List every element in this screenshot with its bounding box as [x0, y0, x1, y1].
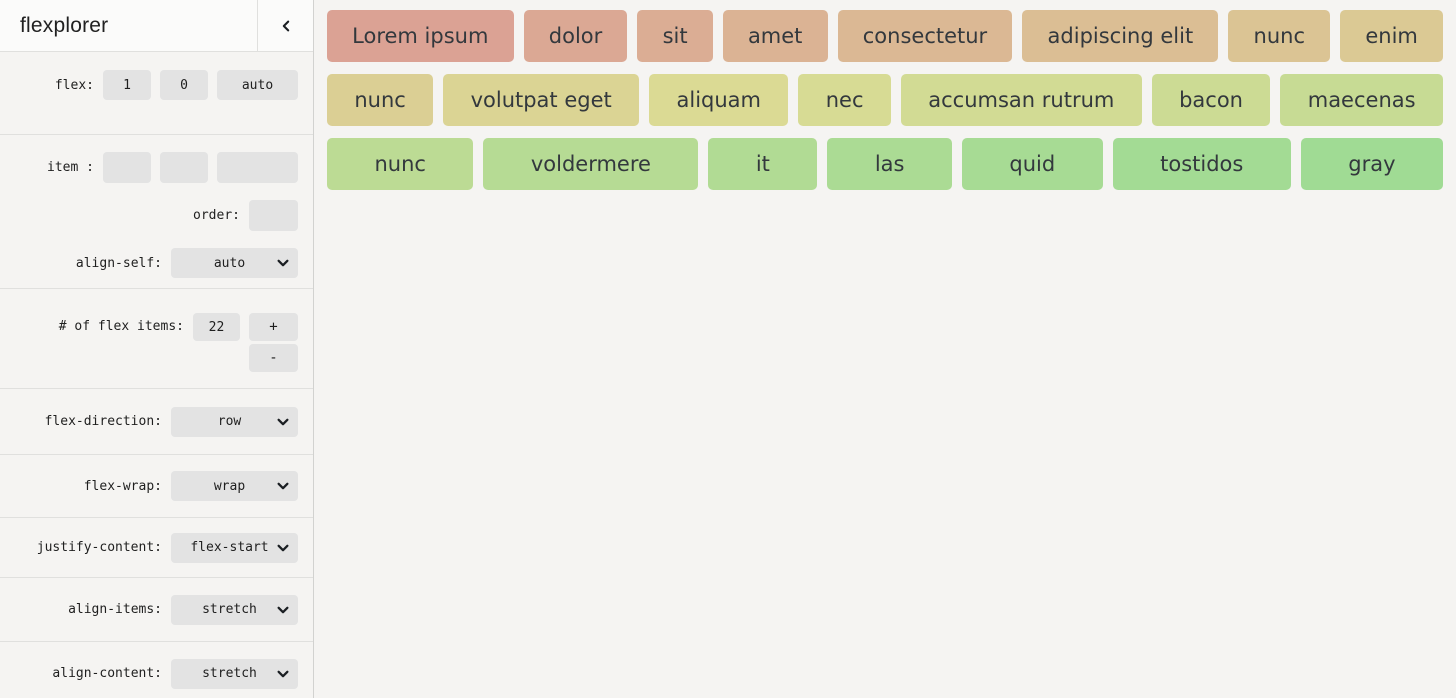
flex-item[interactable]: quid — [961, 138, 1103, 190]
item-count-section: # of flex items: + - — [0, 289, 313, 389]
flex-shrink-input[interactable] — [160, 70, 208, 100]
chevron-down-icon — [277, 259, 289, 267]
chevron-down-icon — [277, 544, 289, 551]
item-flex-basis-input[interactable] — [217, 152, 298, 183]
flex-item[interactable]: consectetur — [837, 10, 1013, 62]
flex-item[interactable]: gray — [1300, 138, 1443, 190]
chevron-down-icon — [277, 606, 289, 613]
chevron-down-icon — [277, 670, 289, 677]
chevron-left-icon — [282, 20, 289, 31]
item-flex-row: item : — [0, 152, 313, 183]
flex-item[interactable]: nunc — [327, 74, 434, 126]
align-content-value: stretch — [202, 666, 257, 681]
order-input[interactable] — [249, 200, 298, 231]
chevron-down-icon — [277, 418, 289, 425]
item-count-row: # of flex items: + - — [0, 313, 313, 372]
item-count-input[interactable] — [193, 313, 240, 341]
collapse-sidebar-button[interactable] — [257, 0, 313, 51]
flex-grow-input[interactable] — [103, 70, 151, 100]
align-content-row: align-content: stretch — [0, 658, 313, 689]
align-items-value: stretch — [202, 602, 257, 617]
align-items-label: align-items: — [68, 602, 162, 617]
flex-item[interactable]: aliquam — [649, 74, 789, 126]
justify-content-row: justify-content: flex-start — [0, 532, 313, 563]
align-content-label: align-content: — [52, 666, 162, 681]
item-flex-shrink-input[interactable] — [160, 152, 208, 183]
flex-item[interactable]: bacon — [1151, 74, 1271, 126]
align-self-row: align-self: auto — [0, 248, 313, 278]
chevron-down-icon — [277, 482, 289, 490]
flex-wrap-section: flex-wrap: wrap — [0, 455, 313, 518]
add-item-button[interactable]: + — [249, 313, 298, 341]
flex-item[interactable]: voldermere — [483, 138, 699, 190]
flex-item[interactable]: Lorem ipsum — [327, 10, 514, 62]
align-self-label: align-self: — [75, 255, 162, 271]
item-count-label: # of flex items: — [58, 319, 184, 334]
sidebar-header: flexplorer — [0, 0, 313, 52]
flex-item[interactable]: nunc — [1228, 10, 1331, 62]
flex-item[interactable]: accumsan rutrum — [900, 74, 1142, 126]
align-self-value: auto — [213, 255, 246, 271]
flex-item[interactable]: las — [827, 138, 952, 190]
flex-item[interactable]: nec — [798, 74, 891, 126]
flex-wrap-select[interactable]: wrap — [171, 471, 298, 501]
align-content-select[interactable]: stretch — [171, 658, 298, 689]
item-properties-section: item : order: align-self: auto — [0, 135, 313, 289]
page-title: flexplorer — [20, 13, 109, 37]
flex-wrap-row: flex-wrap: wrap — [0, 471, 313, 501]
flex-item[interactable]: amet — [722, 10, 828, 62]
align-self-select[interactable]: auto — [171, 248, 298, 278]
flex-item[interactable]: tostidos — [1112, 138, 1291, 190]
flex-item[interactable]: it — [708, 138, 818, 190]
align-items-select[interactable]: stretch — [171, 594, 298, 625]
align-content-section: align-content: stretch — [0, 642, 313, 698]
flex-item[interactable]: maecenas — [1280, 74, 1443, 126]
justify-content-value: flex-start — [190, 540, 269, 555]
flex-direction-select[interactable]: row — [171, 406, 298, 437]
flex-wrap-value: wrap — [213, 478, 246, 494]
flex-item[interactable]: adipiscing elit — [1022, 10, 1219, 62]
flex-direction-label: flex-direction: — [44, 414, 162, 429]
align-items-row: align-items: stretch — [0, 594, 313, 625]
order-row: order: — [0, 200, 313, 231]
flex-direction-row: flex-direction: row — [0, 406, 313, 437]
remove-item-button[interactable]: - — [249, 344, 298, 372]
item-label: item : — [47, 160, 94, 175]
justify-content-label: justify-content: — [36, 540, 162, 555]
flex-basis-input[interactable] — [217, 70, 298, 100]
item-count-steppers: + - — [249, 313, 298, 372]
flex-item[interactable]: volutpat eget — [443, 74, 640, 126]
flex-item[interactable]: dolor — [523, 10, 628, 62]
justify-content-section: justify-content: flex-start — [0, 518, 313, 578]
sidebar: flexplorer flex: item : — [0, 0, 314, 698]
align-items-section: align-items: stretch — [0, 578, 313, 642]
flex-label: flex: — [54, 77, 94, 93]
flex-item[interactable]: nunc — [327, 138, 474, 190]
order-label: order: — [193, 208, 240, 223]
flex-wrap-label: flex-wrap: — [83, 478, 162, 494]
flex-shorthand-section: flex: — [0, 70, 313, 135]
flex-item[interactable]: enim — [1340, 10, 1444, 62]
item-flex-grow-input[interactable] — [103, 152, 151, 183]
justify-content-select[interactable]: flex-start — [171, 532, 298, 563]
flex-shorthand-row: flex: — [0, 70, 313, 100]
flex-direction-section: flex-direction: row — [0, 389, 313, 455]
flex-item[interactable]: sit — [637, 10, 713, 62]
flex-direction-value: row — [217, 414, 242, 429]
